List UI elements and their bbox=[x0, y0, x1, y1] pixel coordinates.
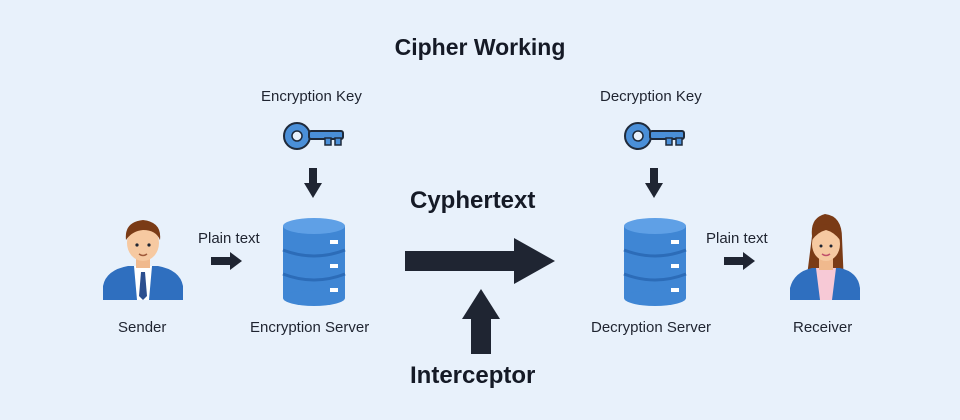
sender-label: Sender bbox=[118, 319, 167, 336]
encryption-key-icon bbox=[283, 122, 344, 150]
cyphertext-label: Cyphertext bbox=[410, 187, 536, 214]
decryption-key-down-arrow bbox=[645, 168, 663, 198]
receiver-label: Receiver bbox=[793, 319, 853, 336]
plain-text-left-arrow bbox=[211, 252, 242, 270]
decryption-key-icon bbox=[624, 122, 685, 150]
encryption-key-down-arrow bbox=[304, 168, 322, 198]
plain-text-left-label: Plain text bbox=[198, 230, 260, 247]
plain-text-right-label: Plain text bbox=[706, 230, 768, 247]
interceptor-label: Interceptor bbox=[410, 362, 536, 389]
encryption-server-icon bbox=[282, 218, 346, 306]
sender-avatar bbox=[103, 220, 183, 300]
encryption-server-label: Encryption Server bbox=[250, 319, 370, 336]
decryption-server-label: Decryption Server bbox=[591, 319, 712, 336]
cyphertext-arrow bbox=[405, 238, 555, 284]
interceptor-arrow bbox=[462, 289, 500, 354]
diagram-title: Cipher Working bbox=[394, 34, 566, 60]
plain-text-right-arrow bbox=[724, 252, 755, 270]
decryption-server-icon bbox=[623, 218, 687, 306]
decryption-key-label: Decryption Key bbox=[600, 88, 702, 105]
encryption-key-label: Encryption Key bbox=[261, 88, 362, 105]
receiver-avatar bbox=[790, 214, 860, 300]
